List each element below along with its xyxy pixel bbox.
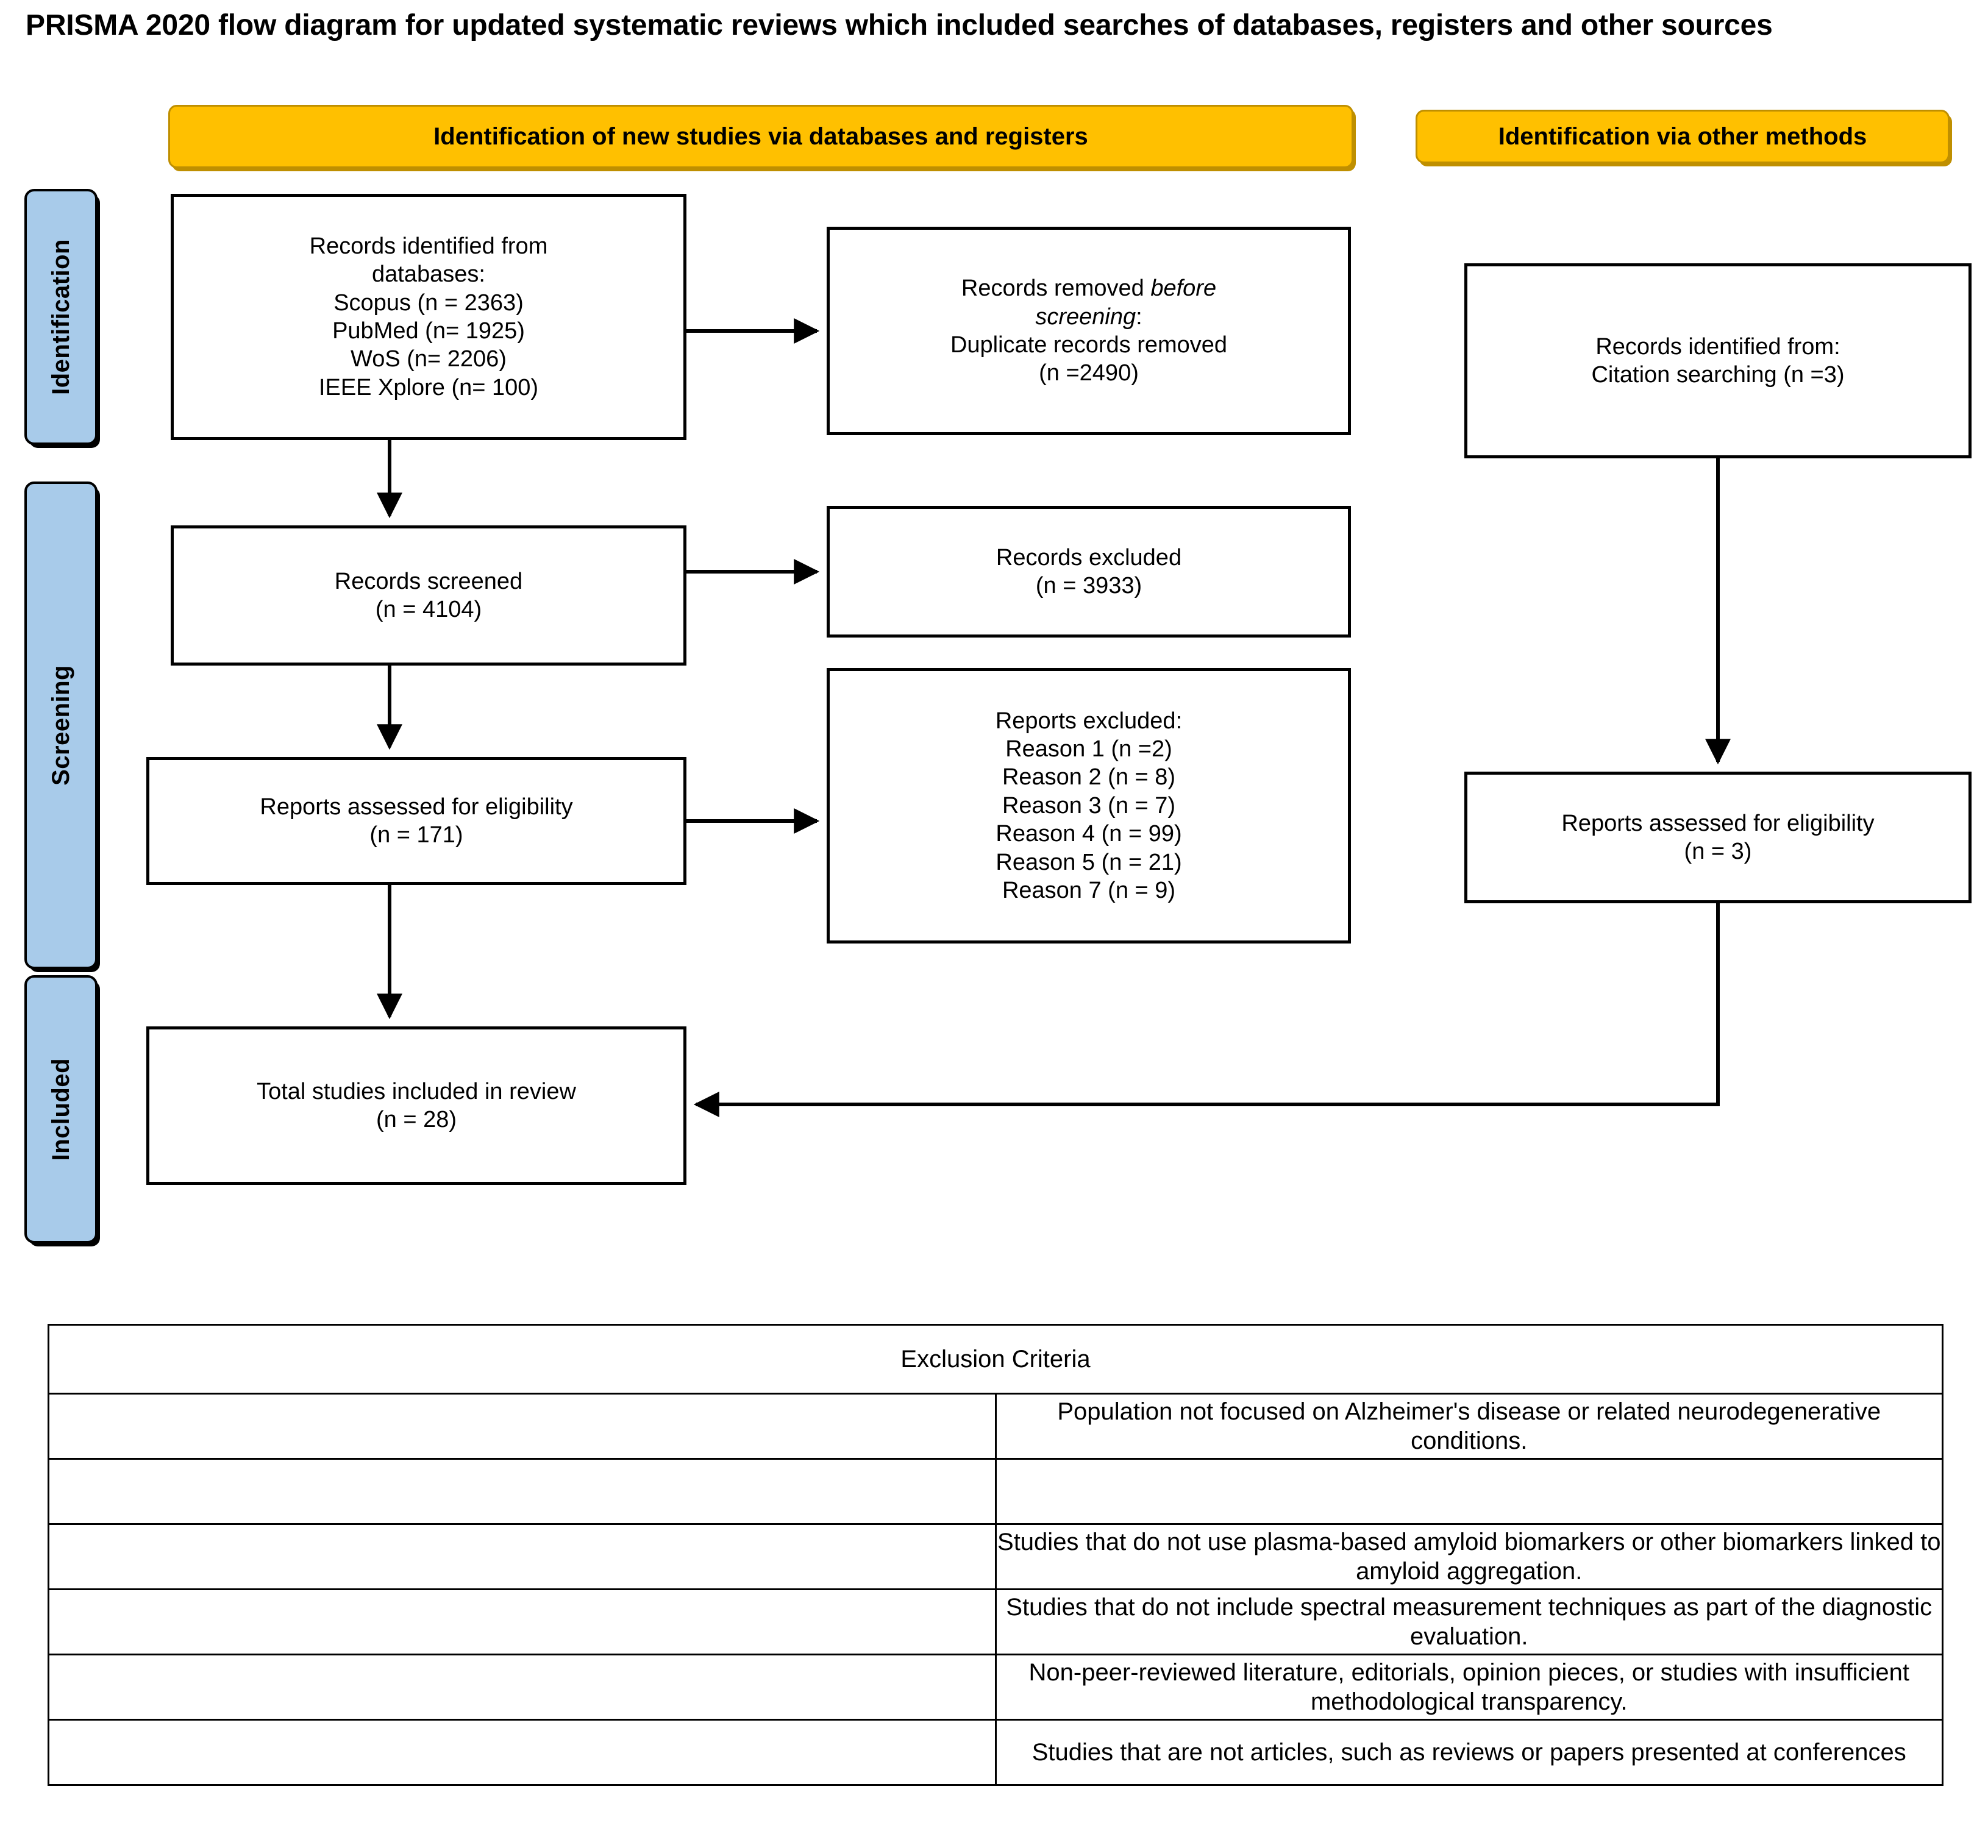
- removed-colon: :: [1136, 304, 1142, 330]
- page-title: PRISMA 2020 flow diagram for updated sys…: [26, 9, 1773, 41]
- removed-italic-before: before: [1150, 275, 1217, 302]
- stage-label-included: Included: [24, 975, 98, 1243]
- citation-line-2: Citation searching (n =3): [1591, 362, 1845, 388]
- db-line-scopus: Scopus (n = 2363): [333, 290, 524, 316]
- criteria-cell-2: [994, 1458, 1943, 1525]
- db-line-pubmed: PubMed (n= 1925): [332, 318, 525, 344]
- rec-excluded-line-2: (n = 3933): [1035, 573, 1142, 599]
- db-line-1: Records identified from: [309, 233, 548, 259]
- table-row: Studies that are not articles, such as r…: [48, 1719, 1943, 1786]
- table-row: Studies that do not use plasma-based amy…: [48, 1523, 1943, 1590]
- rep-excluded-heading: Reports excluded:: [995, 708, 1183, 734]
- table-row: Non-peer-reviewed literature, editorials…: [48, 1654, 1943, 1721]
- stage-identification-text: Identification: [47, 239, 74, 395]
- elig-right-line-1: Reports assessed for eligibility: [1561, 810, 1875, 836]
- removed-line-4: (n =2490): [1039, 360, 1139, 386]
- removed-line-1: Records removed before: [838, 274, 1339, 302]
- table-row: [48, 1458, 1943, 1525]
- db-line-wos: WoS (n= 2206): [351, 346, 507, 372]
- table-row: Population not focused on Alzheimer's di…: [48, 1393, 1943, 1460]
- removed-line-2: screening:: [838, 303, 1339, 331]
- row-gutter-cell: [48, 1458, 997, 1525]
- table-header-row: Exclusion Criteria: [48, 1324, 1943, 1395]
- row-gutter-cell: [48, 1588, 997, 1655]
- criteria-cell-4: Studies that do not include spectral mea…: [994, 1588, 1943, 1655]
- citation-line-1: Records identified from:: [1595, 333, 1840, 360]
- screened-line-1: Records screened: [334, 568, 523, 594]
- box-reports-assessed-eligibility-other: Reports assessed for eligibility (n = 3): [1464, 772, 1972, 903]
- removed-prefix: Records removed: [961, 275, 1151, 302]
- exclusion-criteria-table: Exclusion Criteria Population not focuse…: [48, 1324, 1943, 1786]
- box-records-excluded: Records excluded (n = 3933): [827, 506, 1351, 638]
- banner-other-methods-label: Identification via other methods: [1498, 123, 1867, 150]
- banner-databases-registers: Identification of new studies via databa…: [168, 105, 1353, 168]
- criteria-cell-1: Population not focused on Alzheimer's di…: [994, 1393, 1943, 1460]
- rep-excluded-reason-3: Reason 3 (n = 7): [1002, 792, 1176, 819]
- box-records-identified-other-methods: Records identified from: Citation search…: [1464, 263, 1972, 458]
- rep-excluded-reason-7: Reason 7 (n = 9): [1002, 877, 1176, 903]
- elig-left-line-1: Reports assessed for eligibility: [260, 794, 573, 820]
- table-header-cell: Exclusion Criteria: [48, 1324, 1943, 1395]
- row-gutter-cell: [48, 1654, 997, 1721]
- criteria-cell-3: Studies that do not use plasma-based amy…: [994, 1523, 1943, 1590]
- screened-line-2: (n = 4104): [375, 597, 482, 622]
- criteria-cell-5: Non-peer-reviewed literature, editorials…: [994, 1654, 1943, 1721]
- row-gutter-cell: [48, 1393, 997, 1460]
- banner-other-methods: Identification via other methods: [1416, 110, 1950, 163]
- box-reports-excluded: Reports excluded: Reason 1 (n =2) Reason…: [827, 668, 1351, 944]
- rec-excluded-line-1: Records excluded: [996, 544, 1182, 570]
- box-total-studies-included: Total studies included in review (n = 28…: [146, 1026, 686, 1185]
- stage-label-identification: Identification: [24, 189, 98, 445]
- db-line-2: databases:: [372, 261, 485, 288]
- row-gutter-cell: [48, 1719, 997, 1786]
- box-records-removed-before-screening: Records removed before screening: Duplic…: [827, 227, 1351, 435]
- box-reports-assessed-eligibility-databases: Reports assessed for eligibility (n = 17…: [146, 757, 686, 885]
- rep-excluded-reason-1: Reason 1 (n =2): [1005, 736, 1172, 762]
- banner-databases-label: Identification of new studies via databa…: [433, 123, 1088, 150]
- row-gutter-cell: [48, 1523, 997, 1590]
- total-line-2: (n = 28): [376, 1107, 457, 1132]
- table-row: Studies that do not include spectral mea…: [48, 1588, 1943, 1655]
- stage-screening-text: Screening: [47, 665, 74, 786]
- removed-line-3: Duplicate records removed: [950, 332, 1228, 358]
- criteria-cell-6: Studies that are not articles, such as r…: [994, 1719, 1943, 1786]
- rep-excluded-reason-4: Reason 4 (n = 99): [996, 821, 1182, 847]
- removed-italic-screening: screening: [1035, 304, 1136, 330]
- total-line-1: Total studies included in review: [257, 1078, 576, 1104]
- box-records-screened: Records screened (n = 4104): [171, 525, 686, 666]
- rep-excluded-reason-2: Reason 2 (n = 8): [1002, 764, 1176, 791]
- stage-included-text: Included: [47, 1057, 74, 1161]
- db-line-ieee: IEEE Xplore (n= 100): [318, 374, 539, 400]
- elig-right-line-2: (n = 3): [1684, 839, 1752, 864]
- rep-excluded-reason-5: Reason 5 (n = 21): [996, 849, 1182, 875]
- box-records-identified-databases: Records identified from databases: Scopu…: [171, 194, 686, 440]
- elig-left-line-2: (n = 171): [369, 822, 463, 848]
- stage-label-screening: Screening: [24, 482, 98, 969]
